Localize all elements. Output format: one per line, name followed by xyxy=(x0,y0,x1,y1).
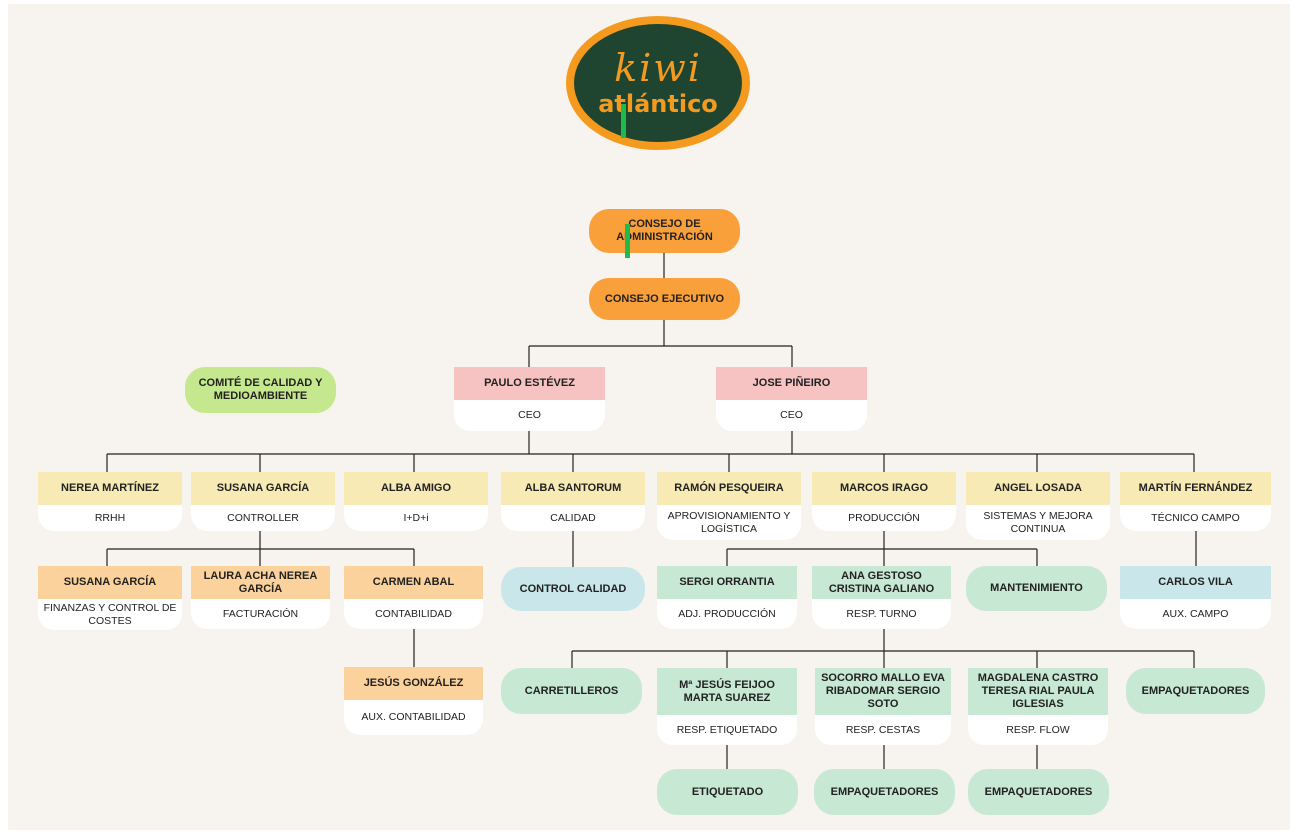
person-name: ANA GESTOSO CRISTINA GALIANO xyxy=(812,566,951,599)
person-name: SERGI ORRANTIA xyxy=(657,566,797,599)
committee-node: COMITÉ DE CALIDAD Y MEDIOAMBIENTE xyxy=(185,367,336,413)
empaquetadores-cestas-node: EMPAQUETADORES xyxy=(814,769,955,815)
person-name: ALBA AMIGO xyxy=(344,472,488,505)
finance-card-aux: JESÚS GONZÁLEZ AUX. CONTABILIDAD xyxy=(344,667,483,735)
prod-card-turno: ANA GESTOSO CRISTINA GALIANO RESP. TURNO xyxy=(812,566,951,629)
ceo-name: PAULO ESTÉVEZ xyxy=(454,367,605,400)
resp-card-etiquetado: Mª JESÚS FEIJOO MARTA SUAREZ RESP. ETIQU… xyxy=(657,668,797,745)
dept-role: CONTROLLER xyxy=(227,511,299,524)
person-name: MARCOS IRAGO xyxy=(812,472,956,505)
person-name: SUSANA GARCÍA xyxy=(38,566,182,599)
dept-role: PRODUCCIÓN xyxy=(848,511,920,524)
dept-role: RESP. CESTAS xyxy=(845,723,921,736)
logo-word-atlantico: atlántico xyxy=(598,90,718,118)
ceo-role: CEO xyxy=(780,409,803,421)
dept-card-calidad: ALBA SANTORUM CALIDAD xyxy=(501,472,645,531)
campo-card: CARLOS VILA AUX. CAMPO xyxy=(1120,566,1271,629)
person-name: CARLOS VILA xyxy=(1120,566,1271,599)
dept-role: TÉCNICO CAMPO xyxy=(1151,511,1240,524)
dept-role: AUX. CAMPO xyxy=(1162,607,1229,620)
dept-card-logistica: RAMÓN PESQUEIRA APROVISIONAMIENTO Y LOGÍ… xyxy=(657,472,801,540)
empaquetadores-node: EMPAQUETADORES xyxy=(1126,668,1265,714)
dept-role: SISTEMAS Y MEJORA CONTINUA xyxy=(983,509,1093,535)
dept-role: RESP. ETIQUETADO xyxy=(676,723,778,736)
company-logo: kiwi atlántico xyxy=(566,16,750,150)
dept-card-rrhh: NEREA MARTÍNEZ RRHH xyxy=(38,472,182,531)
green-cursor-mark xyxy=(621,104,626,138)
control-calidad-node: CONTROL CALIDAD xyxy=(501,567,645,611)
person-name: CARMEN ABAL xyxy=(344,566,483,599)
carretilleros-node: CARRETILLEROS xyxy=(501,668,642,714)
person-name: LAURA ACHA NEREA GARCÍA xyxy=(191,566,330,599)
person-name: MAGDALENA CASTRO TERESA RIAL PAULA IGLES… xyxy=(968,668,1108,715)
prod-card-adj: SERGI ORRANTIA ADJ. PRODUCCIÓN xyxy=(657,566,797,629)
resp-card-cestas: SOCORRO MALLO EVA RIBADOMAR SERGIO SOTO … xyxy=(815,668,951,745)
dept-role: RESP. TURNO xyxy=(846,607,917,620)
ceo-role: CEO xyxy=(518,409,541,421)
person-name: ALBA SANTORUM xyxy=(501,472,645,505)
dept-card-idi: ALBA AMIGO I+D+i xyxy=(344,472,488,531)
dept-role: CONTABILIDAD xyxy=(375,607,452,620)
dept-card-controller: SUSANA GARCÍA CONTROLLER xyxy=(191,472,335,531)
dept-card-produccion: MARCOS IRAGO PRODUCCIÓN xyxy=(812,472,956,531)
dept-role: FACTURACIÓN xyxy=(222,607,299,620)
dept-role: RRHH xyxy=(94,511,126,524)
person-name: MARTÍN FERNÁNDEZ xyxy=(1120,472,1271,505)
person-name: ANGEL LOSADA xyxy=(966,472,1110,505)
green-cursor-mark-2 xyxy=(625,224,630,258)
person-name: NEREA MARTÍNEZ xyxy=(38,472,182,505)
board-node: CONSEJO DE ADMINISTRACIÓN xyxy=(589,209,740,253)
finance-card-finanzas: SUSANA GARCÍA FINANZAS Y CONTROL DE COST… xyxy=(38,566,182,630)
person-name: RAMÓN PESQUEIRA xyxy=(657,472,801,505)
ceo-card-1: PAULO ESTÉVEZ CEO xyxy=(454,367,605,431)
dept-role: APROVISIONAMIENTO Y LOGÍSTICA xyxy=(667,509,791,535)
person-name: Mª JESÚS FEIJOO MARTA SUAREZ xyxy=(657,668,797,715)
finance-card-contabilidad: CARMEN ABAL CONTABILIDAD xyxy=(344,566,483,629)
person-name: SOCORRO MALLO EVA RIBADOMAR SERGIO SOTO xyxy=(815,668,951,715)
dept-role: I+D+i xyxy=(403,511,429,524)
dept-role: RESP. FLOW xyxy=(1006,723,1070,736)
dept-role: AUX. CONTABILIDAD xyxy=(361,711,466,723)
ceo-name: JOSE PIÑEIRO xyxy=(716,367,867,400)
dept-card-campo: MARTÍN FERNÁNDEZ TÉCNICO CAMPO xyxy=(1120,472,1271,531)
ceo-card-2: JOSE PIÑEIRO CEO xyxy=(716,367,867,431)
empaquetadores-flow-node: EMPAQUETADORES xyxy=(968,769,1109,815)
exec-node: CONSEJO EJECUTIVO xyxy=(589,278,740,320)
person-name: JESÚS GONZÁLEZ xyxy=(344,667,483,700)
dept-role: ADJ. PRODUCCIÓN xyxy=(678,607,776,620)
etiquetado-node: ETIQUETADO xyxy=(657,769,798,815)
dept-role: CALIDAD xyxy=(550,511,596,524)
dept-card-sistemas: ANGEL LOSADA SISTEMAS Y MEJORA CONTINUA xyxy=(966,472,1110,540)
logo-word-kiwi: kiwi xyxy=(614,46,702,90)
resp-card-flow: MAGDALENA CASTRO TERESA RIAL PAULA IGLES… xyxy=(968,668,1108,745)
finance-card-facturacion: LAURA ACHA NEREA GARCÍA FACTURACIÓN xyxy=(191,566,330,629)
person-name: SUSANA GARCÍA xyxy=(191,472,335,505)
mantenimiento-node: MANTENIMIENTO xyxy=(966,566,1107,611)
dept-role: FINANZAS Y CONTROL DE COSTES xyxy=(43,601,177,627)
